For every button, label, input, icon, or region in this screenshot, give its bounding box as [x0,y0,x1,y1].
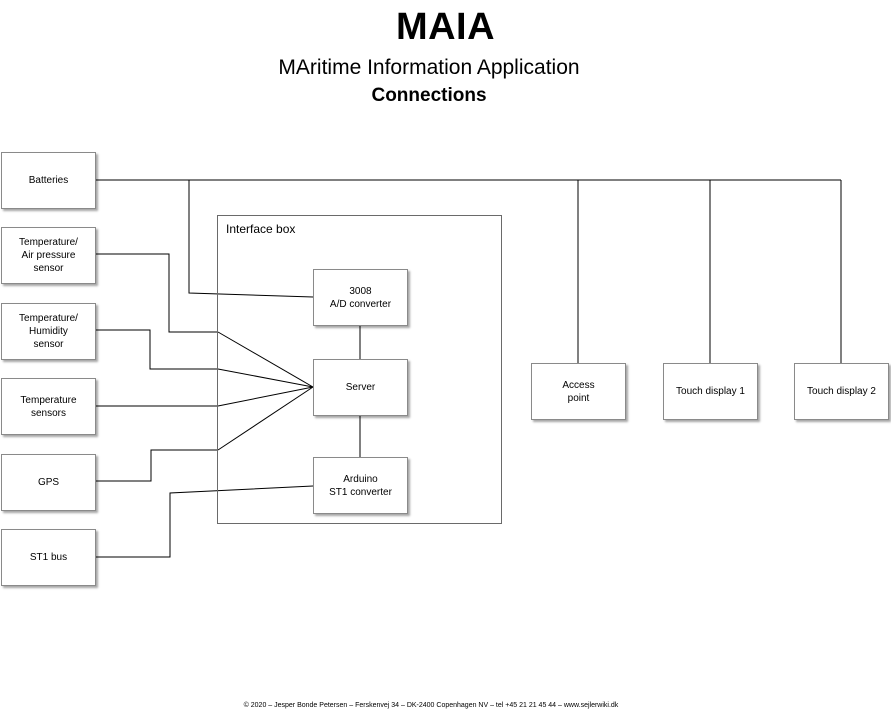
arduino-st1-converter-node: Arduino ST1 converter [313,457,408,514]
temperature-air-pressure-sensor-node: Temperature/ Air pressure sensor [1,227,96,284]
wire-st1-bus [96,485,314,558]
wire-fan-4 [217,386,314,451]
wire-batteries-to-ad [188,180,314,298]
touch-display-2-node: Touch display 2 [794,363,889,420]
access-point-node: Access point [531,363,626,420]
page-subtitle: MAritime Information Application [278,56,580,79]
wire-air-pressure-sensor [96,253,218,333]
page-title: MAIA [395,6,496,48]
temperature-humidity-sensor-node: Temperature/ Humidity sensor [1,303,96,360]
interface-box: Interface box [217,215,502,524]
footer-credits: © 2020 – Jesper Bonde Petersen – Fersken… [243,702,619,709]
section-heading: Connections [371,85,487,106]
wire-fan-3 [217,386,314,407]
wire-gps [96,449,218,482]
gps-node: GPS [1,454,96,511]
st1-bus-node: ST1 bus [1,529,96,586]
wire-humidity-sensor [96,329,218,370]
wire-fan-1 [217,331,314,388]
ad-converter-node: 3008 A/D converter [313,269,408,326]
temperature-sensors-node: Temperature sensors [1,378,96,435]
server-node: Server [313,359,408,416]
wire-fan-2 [217,368,314,388]
batteries-node: Batteries [1,152,96,209]
interface-box-label: Interface box [226,222,296,236]
touch-display-1-node: Touch display 1 [663,363,758,420]
